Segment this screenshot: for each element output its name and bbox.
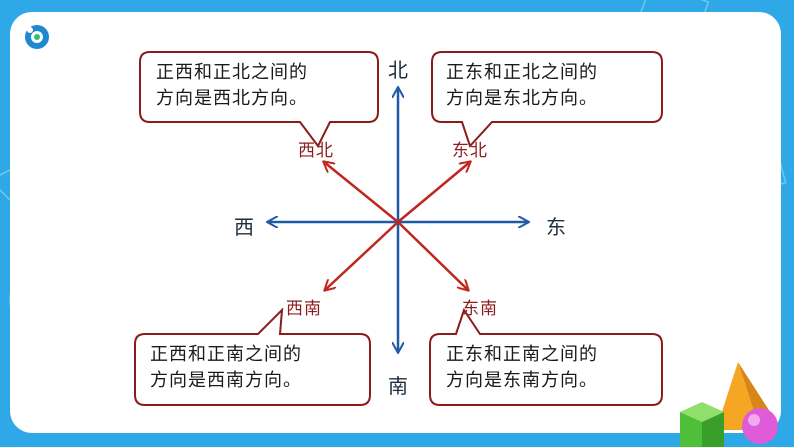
east-label: 东 [546,215,566,239]
callout-northwest-bubble [139,51,379,148]
app-logo-icon [25,25,49,49]
northeast-label: 东北 [452,141,488,161]
northwest-label: 西北 [298,141,334,161]
callout-northwest-text: 正西和正北之间的 方向是西北方向。 [156,60,308,112]
callout-northeast-line2: 方向是东北方向。 [446,88,598,109]
southeast-arrow [397,221,468,290]
callout-northeast-line1: 正东和正北之间的 [446,62,598,83]
callout-southwest-line2: 方向是西南方向。 [150,370,302,391]
southwest-arrow [325,221,399,290]
callout-northeast-text: 正东和正北之间的 方向是东北方向。 [446,60,598,112]
callout-southeast-text: 正东和正南之间的 方向是东南方向。 [446,342,598,394]
northwest-arrow [324,162,399,223]
callout-southeast-line1: 正东和正南之间的 [446,344,598,365]
callout-northeast-bubble [431,51,663,148]
southwest-label: 西南 [286,299,322,319]
southeast-label: 东南 [462,299,498,319]
callout-northwest-line2: 方向是西北方向。 [156,88,308,109]
northeast-arrow [397,162,470,223]
callout-southeast-bubble [429,307,663,406]
callout-southeast-line2: 方向是东南方向。 [446,370,598,391]
west-label: 西 [234,215,254,239]
callout-southwest-bubble [134,307,371,406]
callout-southwest-line1: 正西和正南之间的 [150,344,302,365]
callout-southwest-text: 正西和正南之间的 方向是西南方向。 [150,342,302,394]
north-label: 北 [388,58,408,82]
south-label: 南 [388,374,408,398]
callout-northwest-line1: 正西和正北之间的 [156,62,308,83]
